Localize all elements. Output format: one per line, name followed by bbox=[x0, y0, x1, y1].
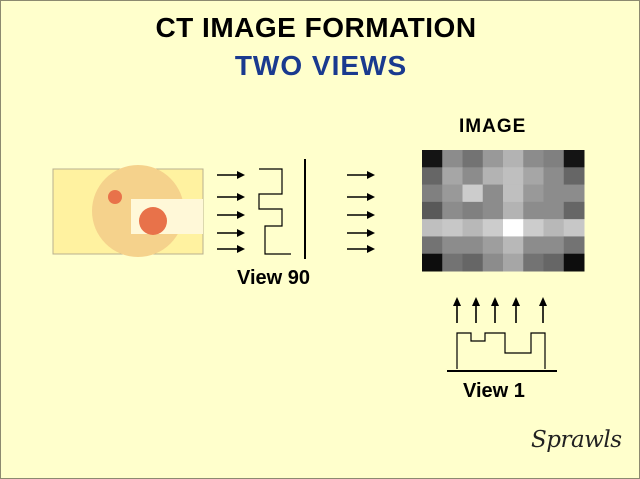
ct-pixel bbox=[422, 253, 443, 272]
ct-pixel bbox=[563, 201, 585, 220]
object-cross-section bbox=[52, 165, 204, 257]
ct-pixel bbox=[422, 184, 443, 203]
ct-pixel bbox=[523, 236, 544, 255]
ct-pixel bbox=[523, 167, 544, 186]
author-signature: Sprawls bbox=[531, 427, 622, 453]
ct-pixel bbox=[563, 184, 585, 203]
ct-pixel bbox=[503, 201, 524, 220]
ct-pixel bbox=[523, 253, 544, 272]
arrow-right-icon bbox=[347, 229, 375, 237]
ct-pixel bbox=[503, 150, 524, 168]
view-1-profile-line bbox=[456, 332, 546, 369]
ct-pixel bbox=[442, 201, 463, 220]
arrow-right-icon bbox=[347, 171, 375, 179]
ct-pixel bbox=[543, 236, 565, 255]
ct-pixel bbox=[462, 236, 484, 255]
arrow-up-icon bbox=[453, 297, 461, 323]
ct-pixel bbox=[523, 150, 544, 168]
ct-pixel bbox=[543, 253, 565, 272]
ct-pixel bbox=[422, 201, 443, 220]
view-1-profile bbox=[447, 332, 557, 372]
ct-pixel bbox=[563, 236, 585, 255]
ct-pixel bbox=[462, 167, 484, 186]
arrow-up-icon bbox=[512, 297, 520, 323]
ct-pixel bbox=[442, 236, 463, 255]
arrow-right-icon bbox=[347, 193, 375, 201]
ct-pixel bbox=[503, 236, 524, 255]
view-90-output-arrows bbox=[347, 171, 375, 253]
ct-pixel bbox=[442, 150, 463, 168]
ct-pixel bbox=[543, 201, 565, 220]
ct-pixel bbox=[462, 201, 484, 220]
ct-pixel bbox=[503, 167, 524, 186]
view-90-label: View 90 bbox=[237, 267, 311, 289]
ct-pixel bbox=[482, 236, 504, 255]
ct-pixel bbox=[482, 150, 504, 168]
ct-pixel bbox=[462, 184, 484, 203]
arrow-right-icon bbox=[217, 211, 245, 219]
slide-subtitle: TWO VIEWS bbox=[234, 50, 408, 81]
ct-pixel bbox=[563, 150, 585, 168]
ct-pixel bbox=[482, 167, 504, 186]
ct-pixel bbox=[422, 219, 443, 237]
ct-pixel bbox=[422, 150, 443, 168]
arrow-right-icon bbox=[347, 245, 375, 253]
large-lesion bbox=[139, 207, 167, 235]
ct-pixel bbox=[543, 219, 565, 237]
ct-pixel bbox=[543, 184, 565, 203]
ct-pixel bbox=[462, 253, 484, 272]
arrow-right-icon bbox=[217, 229, 245, 237]
arrow-up-icon bbox=[539, 297, 547, 323]
slide-title: CT IMAGE FORMATION bbox=[155, 12, 477, 43]
ct-pixel bbox=[442, 184, 463, 203]
ct-pixel bbox=[442, 219, 463, 237]
image-label: IMAGE bbox=[459, 116, 527, 137]
arrow-right-icon bbox=[347, 211, 375, 219]
ct-pixel bbox=[563, 253, 585, 272]
view-90-profile bbox=[258, 159, 306, 259]
ct-pixel bbox=[422, 167, 443, 186]
view-1-arrows bbox=[453, 297, 547, 323]
ct-pixel bbox=[442, 167, 463, 186]
ct-pixel bbox=[462, 219, 484, 237]
ct-pixel bbox=[503, 184, 524, 203]
ct-pixel bbox=[503, 219, 524, 237]
ct-pixel bbox=[422, 236, 443, 255]
ct-pixel bbox=[442, 253, 463, 272]
ct-pixel bbox=[543, 150, 565, 168]
arrow-up-icon bbox=[472, 297, 480, 323]
arrow-right-icon bbox=[217, 245, 245, 253]
ct-pixel bbox=[563, 219, 585, 237]
ct-pixel bbox=[543, 167, 565, 186]
ct-pixel bbox=[482, 201, 504, 220]
ct-pixel bbox=[563, 167, 585, 186]
small-lesion bbox=[108, 190, 122, 204]
view-90-input-arrows bbox=[217, 171, 245, 253]
ct-pixel bbox=[482, 184, 504, 203]
ct-pixel bbox=[523, 201, 544, 220]
ct-pixel bbox=[523, 219, 544, 237]
ct-pixel bbox=[523, 184, 544, 203]
view-1-label: View 1 bbox=[463, 380, 525, 402]
ct-pixel bbox=[482, 219, 504, 237]
ct-pixel bbox=[462, 150, 484, 168]
view-90-profile-line bbox=[258, 168, 291, 255]
arrow-up-icon bbox=[491, 297, 499, 323]
ct-image bbox=[422, 150, 585, 272]
ct-pixel bbox=[503, 253, 524, 272]
arrow-right-icon bbox=[217, 193, 245, 201]
arrow-right-icon bbox=[217, 171, 245, 179]
ct-pixel bbox=[482, 253, 504, 272]
